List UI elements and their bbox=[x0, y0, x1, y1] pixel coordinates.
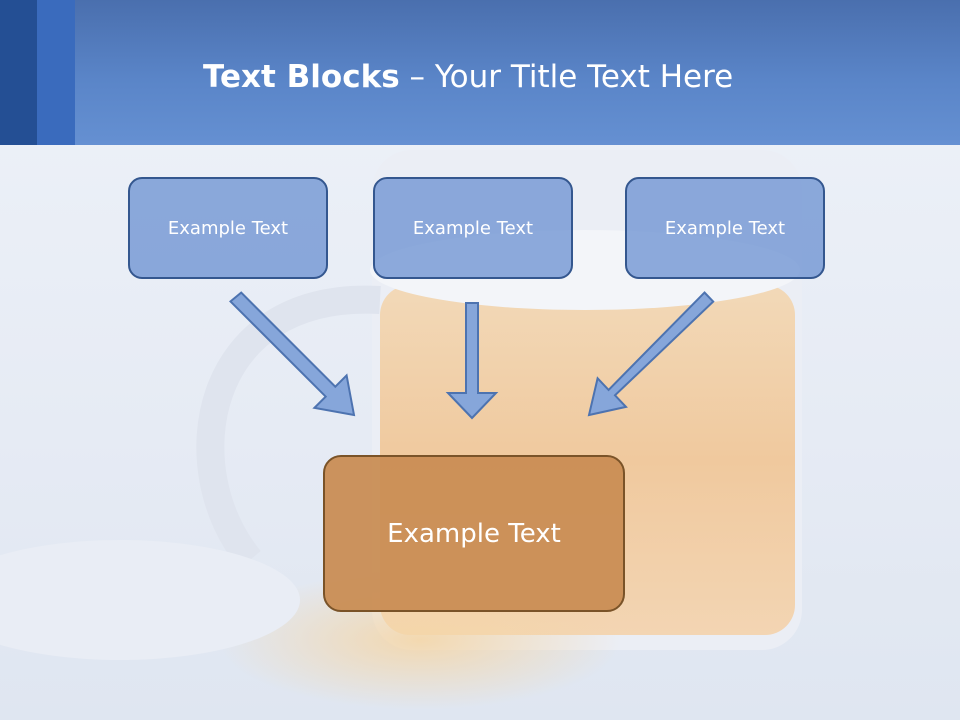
title-rest: – Your Title Text Here bbox=[399, 59, 734, 95]
main-text-block: Example Text bbox=[323, 455, 625, 612]
header-accent-mid bbox=[37, 0, 75, 145]
header-accent-dark bbox=[0, 0, 37, 145]
text-block-3: Example Text bbox=[625, 177, 825, 279]
main-text-block-label: Example Text bbox=[387, 518, 561, 549]
text-block-1-label: Example Text bbox=[167, 217, 289, 239]
text-block-2: Example Text bbox=[373, 177, 573, 279]
slide-title: Text Blocks – Your Title Text Here bbox=[203, 54, 733, 100]
title-bold: Text Blocks bbox=[203, 59, 400, 95]
text-block-2-label: Example Text bbox=[412, 217, 534, 239]
text-block-3-label: Example Text bbox=[664, 217, 786, 239]
text-block-1: Example Text bbox=[128, 177, 328, 279]
header-band bbox=[0, 0, 960, 145]
